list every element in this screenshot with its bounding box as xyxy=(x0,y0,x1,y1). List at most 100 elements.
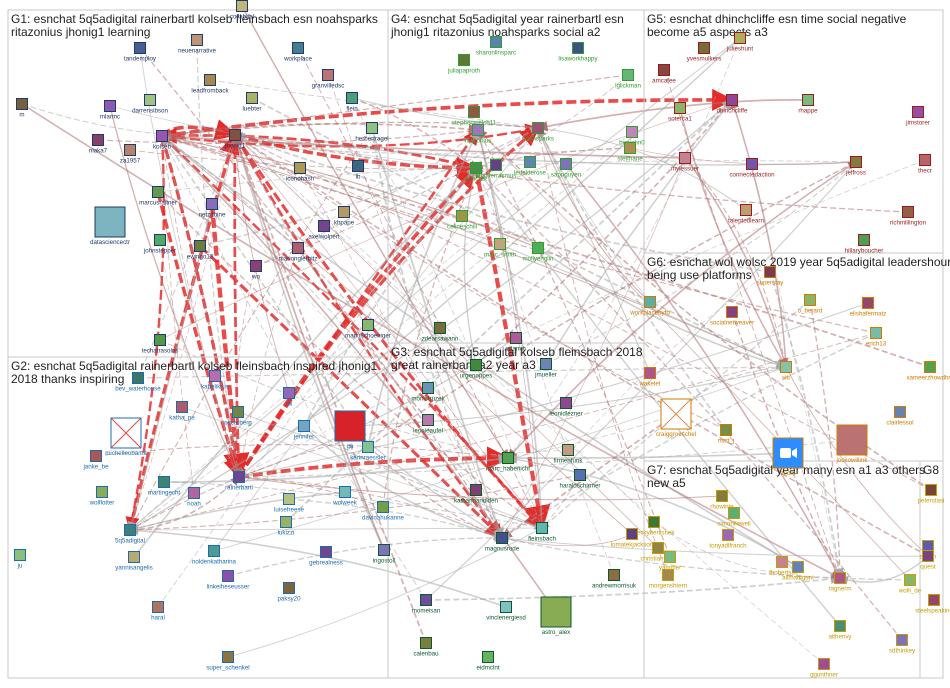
node-noah[interactable]: noah xyxy=(187,487,201,508)
node-wo[interactable]: wo xyxy=(250,260,262,281)
node-datasciencectr[interactable]: datasciencectr xyxy=(90,206,130,246)
node-andrewmorrisuk[interactable]: andrewmorrisuk xyxy=(592,569,637,590)
node-katha_pe[interactable]: katha_pe xyxy=(169,401,195,422)
node-simonlleweli[interactable]: simonlleweli xyxy=(717,507,751,528)
node-rhowinte[interactable]: rhowinte xyxy=(710,490,734,511)
node-elishafermatz[interactable]: elishafermatz xyxy=(850,297,887,318)
node-wakelet[interactable]: wakelet xyxy=(639,367,661,388)
node-firmenfunk[interactable]: firmenfunk xyxy=(554,444,584,465)
node-vinclenergiesd[interactable]: vinclenergiesd xyxy=(486,601,526,622)
node-ewingo13[interactable]: ewingo13 xyxy=(187,240,214,261)
node-sitt[interactable]: sitt xyxy=(780,361,792,382)
node-stephenwelch11[interactable]: stephenwelch11 xyxy=(452,106,497,127)
node-jeffross[interactable]: jeffross xyxy=(845,156,866,177)
node-darrensibson[interactable]: darrensibson xyxy=(132,94,168,115)
node-noahsparks[interactable]: noahsparks xyxy=(522,122,554,143)
node-wolweek[interactable]: wolweek xyxy=(332,486,358,507)
node-monistruzek[interactable]: monistruzek xyxy=(411,382,446,403)
node-luisefreese[interactable]: luisefreese xyxy=(274,493,305,514)
node-ju[interactable]: ju xyxy=(14,549,26,570)
node-ragnerm[interactable]: ragnerm xyxy=(828,572,852,593)
node-rhappe[interactable]: rhappe xyxy=(798,94,818,115)
node-craiggroeschel[interactable]: craiggroeschel xyxy=(656,398,696,438)
node-iconohash[interactable]: iconohash xyxy=(286,162,315,183)
node-talentedlearn[interactable]: talentedlearn xyxy=(728,204,764,225)
node-wolflotter[interactable]: wolflotter xyxy=(89,486,115,507)
node-matt_j[interactable]: matt_j xyxy=(718,424,735,445)
node-ingostoll[interactable]: ingostoll xyxy=(373,544,396,565)
node-za1957[interactable]: za1957 xyxy=(120,144,141,165)
node-axelwolpert[interactable]: axelwolpert xyxy=(308,220,340,241)
node-rainerbartl[interactable]: rainerbartl xyxy=(225,471,253,492)
node-jockowillink[interactable]: jockowillink xyxy=(836,424,869,464)
node-5q5adigital[interactable]: 5q5adigital xyxy=(115,524,145,545)
node-johnstepper[interactable]: johnstepper xyxy=(143,234,176,255)
node-fhoberts3[interactable]: fhoberts3 xyxy=(769,556,795,577)
node-khpape[interactable]: khpape xyxy=(334,206,355,227)
node-dhinchcliffe[interactable]: dhinchcliffe xyxy=(717,94,748,115)
node-techatrasolns[interactable]: techatrasolns xyxy=(142,334,179,355)
node-ledelderose[interactable]: ledelderose xyxy=(514,156,547,177)
node-ritazonius[interactable]: ritazonius xyxy=(465,124,491,145)
node-tandemploy[interactable]: tandemploy xyxy=(124,42,157,63)
node-ggunthner[interactable]: ggunthner xyxy=(810,658,838,679)
node-gebrealness[interactable]: gebrealness xyxy=(309,546,343,567)
node-rai[interactable]: rai xyxy=(283,387,295,408)
node-oscarberg[interactable]: oscarberg xyxy=(224,406,252,427)
node-granvilledsc[interactable]: granvilledsc xyxy=(312,69,345,90)
node-sharonlinsparc[interactable]: sharonlinsparc xyxy=(476,36,516,57)
node-jenniferrasmus[interactable]: jenniferrasmus xyxy=(475,159,517,180)
node-davinahukanne[interactable]: davinahukanne xyxy=(362,501,405,522)
node-calenbau[interactable]: calenbau xyxy=(413,637,439,658)
node-noldenkatharina[interactable]: noldenkatharina xyxy=(192,545,237,566)
node-socialnetweaver[interactable]: socialnetweaver xyxy=(710,306,754,327)
node-xameerzhowdhry[interactable]: xameerzhowdhry xyxy=(906,361,950,382)
node-soterca1[interactable]: soterca1 xyxy=(668,102,692,123)
node-flein[interactable]: flein xyxy=(346,92,358,113)
node-haraldschirmer[interactable]: haraldschirmer xyxy=(560,469,601,490)
node-aithenvy[interactable]: aithenvy xyxy=(828,620,852,641)
node-hillaryboucher[interactable]: hillaryboucher xyxy=(845,234,884,255)
node-celineschill[interactable]: celineschill xyxy=(447,210,477,231)
node-steffhane[interactable]: steffhane xyxy=(617,142,643,163)
node-herbertragel[interactable]: herbertragel xyxy=(355,122,389,143)
node-jhonig1[interactable]: jhonig1 xyxy=(224,129,246,150)
node-connectedaction[interactable]: connectedaction xyxy=(729,158,775,179)
node-mollyenglin[interactable]: mollyenglin xyxy=(523,242,555,263)
node-mylessuer[interactable]: mylessuer xyxy=(671,152,699,173)
node-juliapaproth[interactable]: juliapaproth xyxy=(447,54,481,75)
node-marionglerbitz[interactable]: marionglerbitz xyxy=(279,242,318,263)
node-morgenshtern[interactable]: morgenshtern xyxy=(649,569,688,590)
node-zoom[interactable]: zoom xyxy=(772,437,804,477)
node-michelleobama[interactable]: michelleobama xyxy=(105,417,147,457)
node-jmueller[interactable]: jmueller xyxy=(534,358,557,379)
node-workplacebyfb[interactable]: workplacebyfb xyxy=(629,296,670,317)
node-luebter[interactable]: luebter xyxy=(243,92,262,113)
node-haral[interactable]: haral xyxy=(151,601,165,622)
node-yvesmulkers[interactable]: yvesmulkers xyxy=(687,42,721,63)
node-bev_waterhouse[interactable]: bev_waterhouse xyxy=(115,372,161,393)
node-kolseb[interactable]: kolseb xyxy=(153,130,171,151)
node-manuschoeniger[interactable]: manuschoeniger xyxy=(345,319,391,340)
node-momeisan[interactable]: momeisan xyxy=(412,594,441,615)
node-yammer[interactable]: yammer xyxy=(659,551,681,572)
node-martingecht[interactable]: martingecht xyxy=(148,476,181,497)
node-super_schenkel[interactable]: super_schenkel xyxy=(206,651,250,672)
node-netzabine[interactable]: netzabine xyxy=(199,198,226,219)
node-lisaworkhappy[interactable]: lisaworkhappy xyxy=(558,42,599,63)
node-ib[interactable]: ib xyxy=(352,160,364,181)
node-zdearsawann[interactable]: zdearsawann xyxy=(422,322,459,343)
node-yannisangelis[interactable]: yannisangelis xyxy=(115,551,153,572)
node-superstay[interactable]: superstay xyxy=(757,266,785,287)
node-julieshunt[interactable]: julieshunt xyxy=(726,32,753,53)
node-erich13[interactable]: erich13 xyxy=(866,327,887,348)
node-allmadigunt[interactable]: allmadigunt xyxy=(782,561,814,582)
node-marcusraitner[interactable]: marcusraitner xyxy=(139,186,177,207)
node-christiantrattl[interactable]: christiantrattl xyxy=(640,542,676,563)
node-leonidlezner[interactable]: leonidlezner xyxy=(549,397,583,418)
node-sapnguyen[interactable]: sapnguyen xyxy=(551,158,582,179)
node-peterstasi[interactable]: peterstasi xyxy=(918,484,945,505)
node-workplace[interactable]: workplace xyxy=(283,42,312,63)
node-marc_smith[interactable]: marc_smith xyxy=(484,238,517,259)
node-collabital[interactable]: collabital xyxy=(230,0,254,21)
